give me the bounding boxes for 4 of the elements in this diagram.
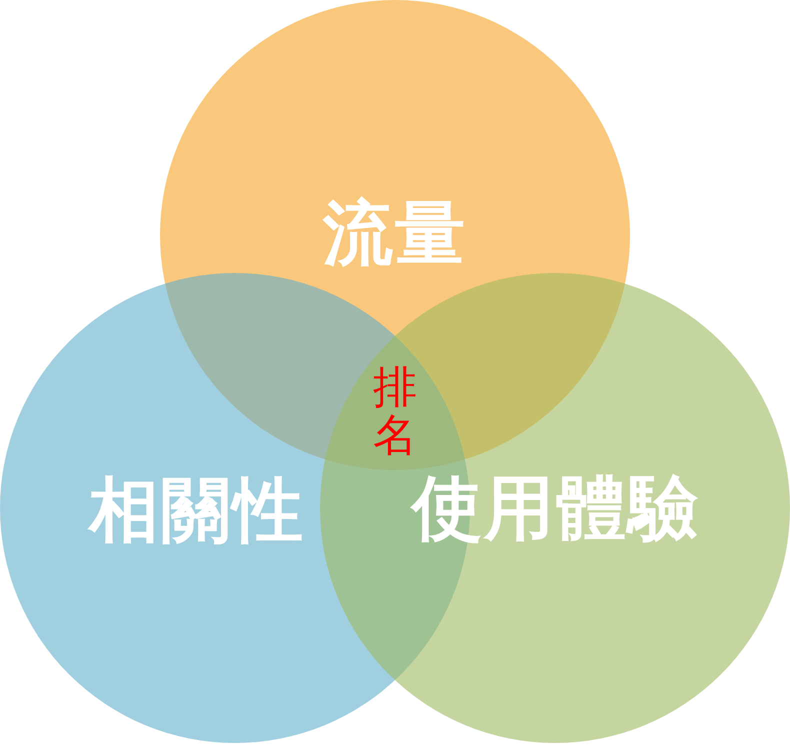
center-label: 排名 — [373, 364, 417, 461]
circle-label: 使用體驗 — [412, 473, 700, 543]
circle-label: 流量 — [323, 198, 467, 268]
circle-label: 相關性 — [89, 475, 305, 545]
